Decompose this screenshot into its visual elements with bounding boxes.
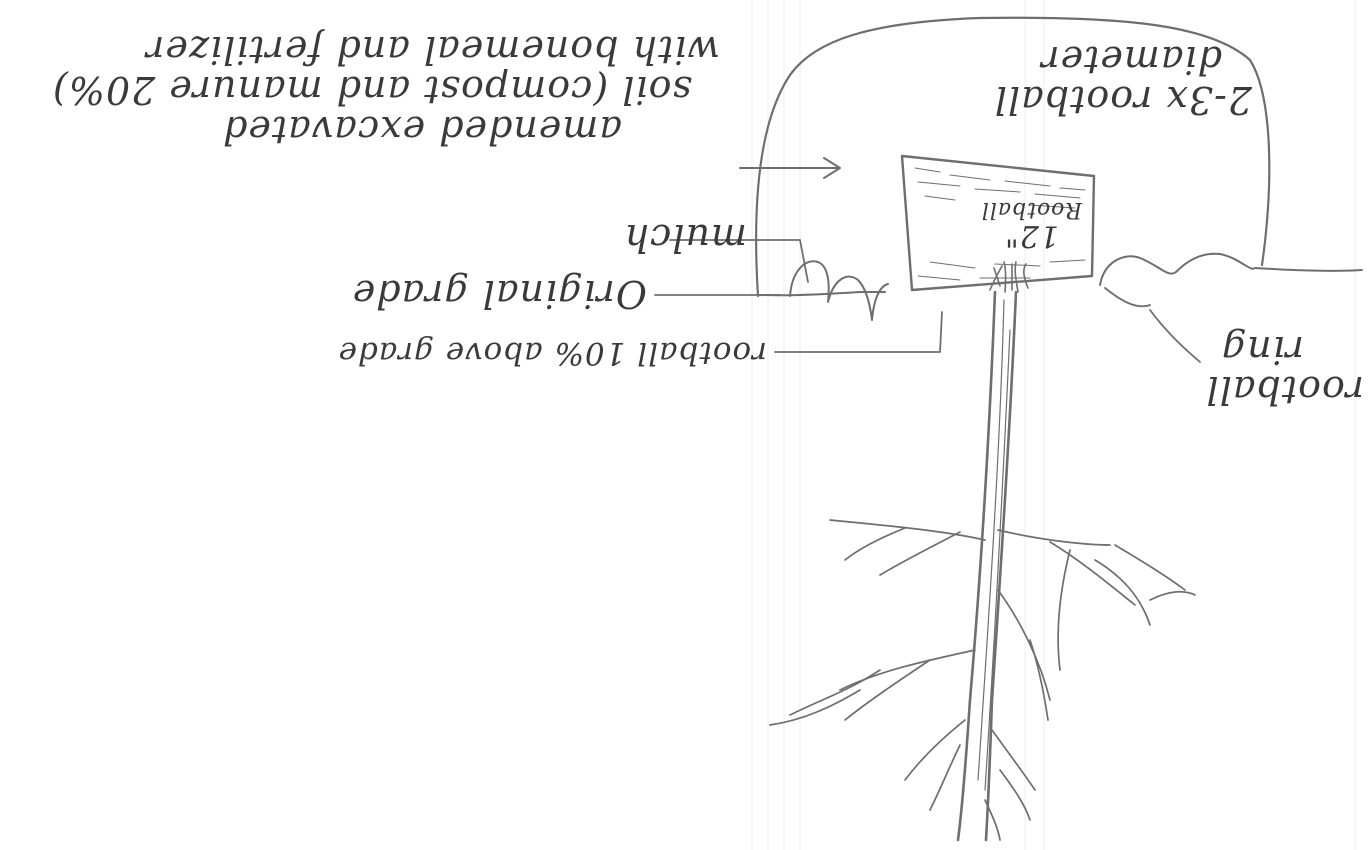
amended-soil-label-line1: amended excavated [52, 110, 732, 150]
rootball-ring-label-line2: ring [1206, 330, 1364, 370]
original-grade-label: Original grade [352, 274, 647, 314]
planting-hole-label-line2: diameter [994, 40, 1252, 80]
amended-soil-label: amended excavated soil (compost and manu… [52, 30, 732, 150]
mulch-label: mulch [624, 218, 747, 258]
amended-soil-label-line3: with bonemeal and fertilizer [52, 30, 732, 70]
rootball-size-label: 12" [981, 220, 1082, 250]
planting-hole-label: 2-3x rootball diameter [994, 40, 1252, 120]
rootball-box-label: 12" Rootball [981, 198, 1082, 250]
rootball-word-label: Rootball [981, 198, 1082, 220]
planting-hole-label-line1: 2-3x rootball [994, 80, 1252, 120]
rootball-ring-label-line1: rootball [1206, 370, 1364, 410]
rootball-ring-label: rootball ring [1206, 330, 1364, 410]
amended-soil-label-line2: soil (compost and manure 20%) [52, 70, 732, 110]
rootball-above-grade-label: rootball 10% above grade [338, 336, 767, 370]
